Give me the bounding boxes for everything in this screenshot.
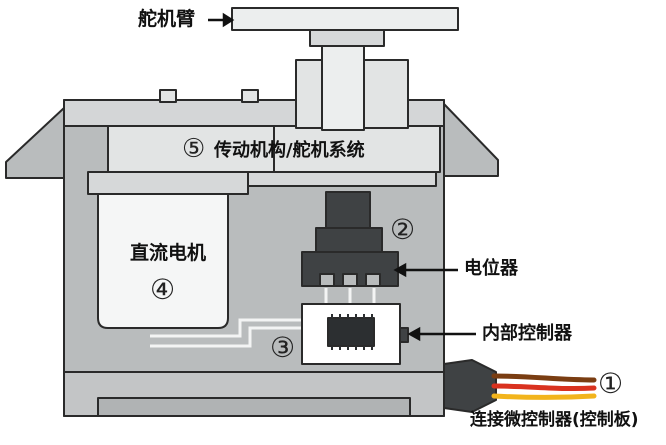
pot-pin [365, 273, 381, 287]
pot-pin [342, 273, 358, 287]
pot-pin [319, 273, 335, 287]
servo-horn [231, 7, 459, 31]
left-mounting-ear [5, 107, 65, 179]
cable-grommet [443, 359, 497, 413]
gear-lower-step [247, 171, 437, 187]
pot-body-upper [315, 227, 383, 253]
horn-arrowhead [222, 12, 235, 28]
wire-red [491, 383, 597, 392]
label-horn: 舵机臂 [138, 8, 196, 30]
board-connector [399, 327, 409, 343]
wire-brown [491, 373, 597, 383]
marker-four: ④ [150, 273, 176, 306]
housing-nub [159, 89, 177, 103]
label-potentiometer: 电位器 [464, 258, 518, 279]
label-controller: 内部控制器 [482, 323, 572, 344]
control-ic-chip [327, 317, 375, 347]
controller-arrowhead [407, 326, 421, 342]
marker-one: ① [598, 367, 624, 400]
motor-trace [150, 326, 302, 348]
marker-five: ⑤ [182, 134, 206, 164]
label-connector: 连接微控制器(控制板) [470, 410, 639, 430]
housing-nub [241, 89, 259, 103]
pot-shaft [325, 191, 371, 229]
marker-three: ③ [270, 331, 296, 364]
wire-yellow [491, 393, 597, 400]
label-gear-system: 传动机构/舵机系统 [214, 140, 365, 161]
pot-arrowhead [393, 262, 407, 278]
housing-bottom-strip [97, 397, 411, 417]
dc-motor [97, 193, 229, 329]
gear-lower-plate [87, 171, 249, 195]
motor-trace [150, 318, 302, 338]
label-motor: 直流电机 [130, 242, 207, 264]
marker-two: ② [390, 213, 416, 246]
output-shaft [321, 43, 365, 131]
right-mounting-ear [443, 103, 499, 177]
